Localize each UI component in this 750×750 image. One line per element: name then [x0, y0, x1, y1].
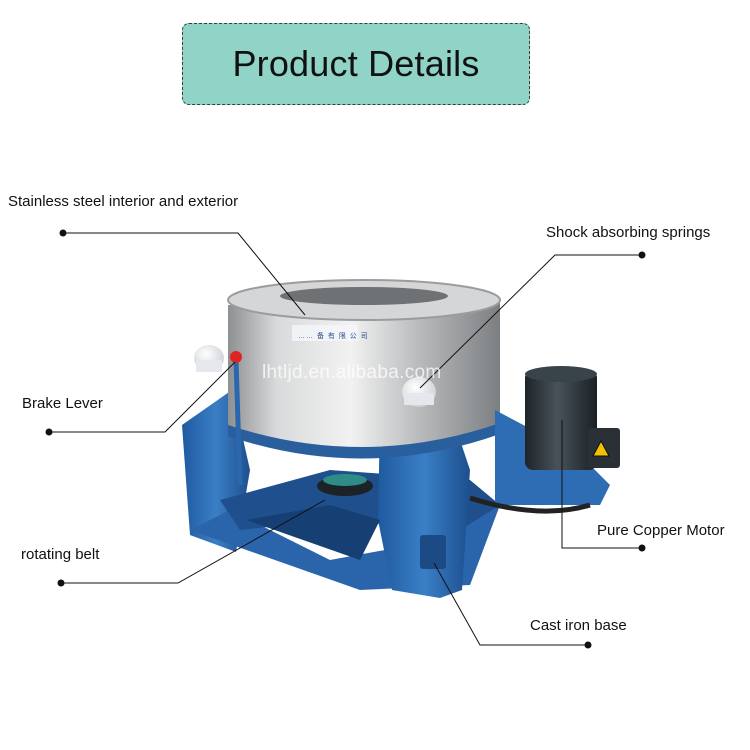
callout-line-base: [433, 562, 588, 646]
label-brake: Brake Lever: [22, 395, 103, 412]
label-base: Cast iron base: [530, 617, 627, 634]
brake-lever: [230, 351, 243, 486]
stainless-drum: [227, 279, 501, 459]
label-shock: Shock absorbing springs: [546, 224, 711, 241]
callout-line-shock: [419, 254, 642, 389]
copper-motor: [469, 366, 620, 514]
shock-spring-caps: [194, 345, 436, 407]
rotating-belt: [317, 474, 373, 496]
callout-line-belt: [61, 499, 326, 584]
callout-line-brake: [49, 361, 236, 433]
callout-line-stainless: [63, 232, 306, 316]
title-banner: Product Details: [182, 23, 530, 105]
label-belt: rotating belt: [21, 546, 100, 563]
page-title: Product Details: [232, 43, 480, 84]
watermark: lhtljd.en.alibaba.com: [262, 362, 442, 383]
callout-line-motor: [561, 420, 642, 549]
label-stainless: Stainless steel interior and exterior: [8, 193, 239, 210]
label-motor: Pure Copper Motor: [597, 522, 725, 539]
nameplate-text: …… 备 有 限 公 司: [298, 333, 369, 340]
